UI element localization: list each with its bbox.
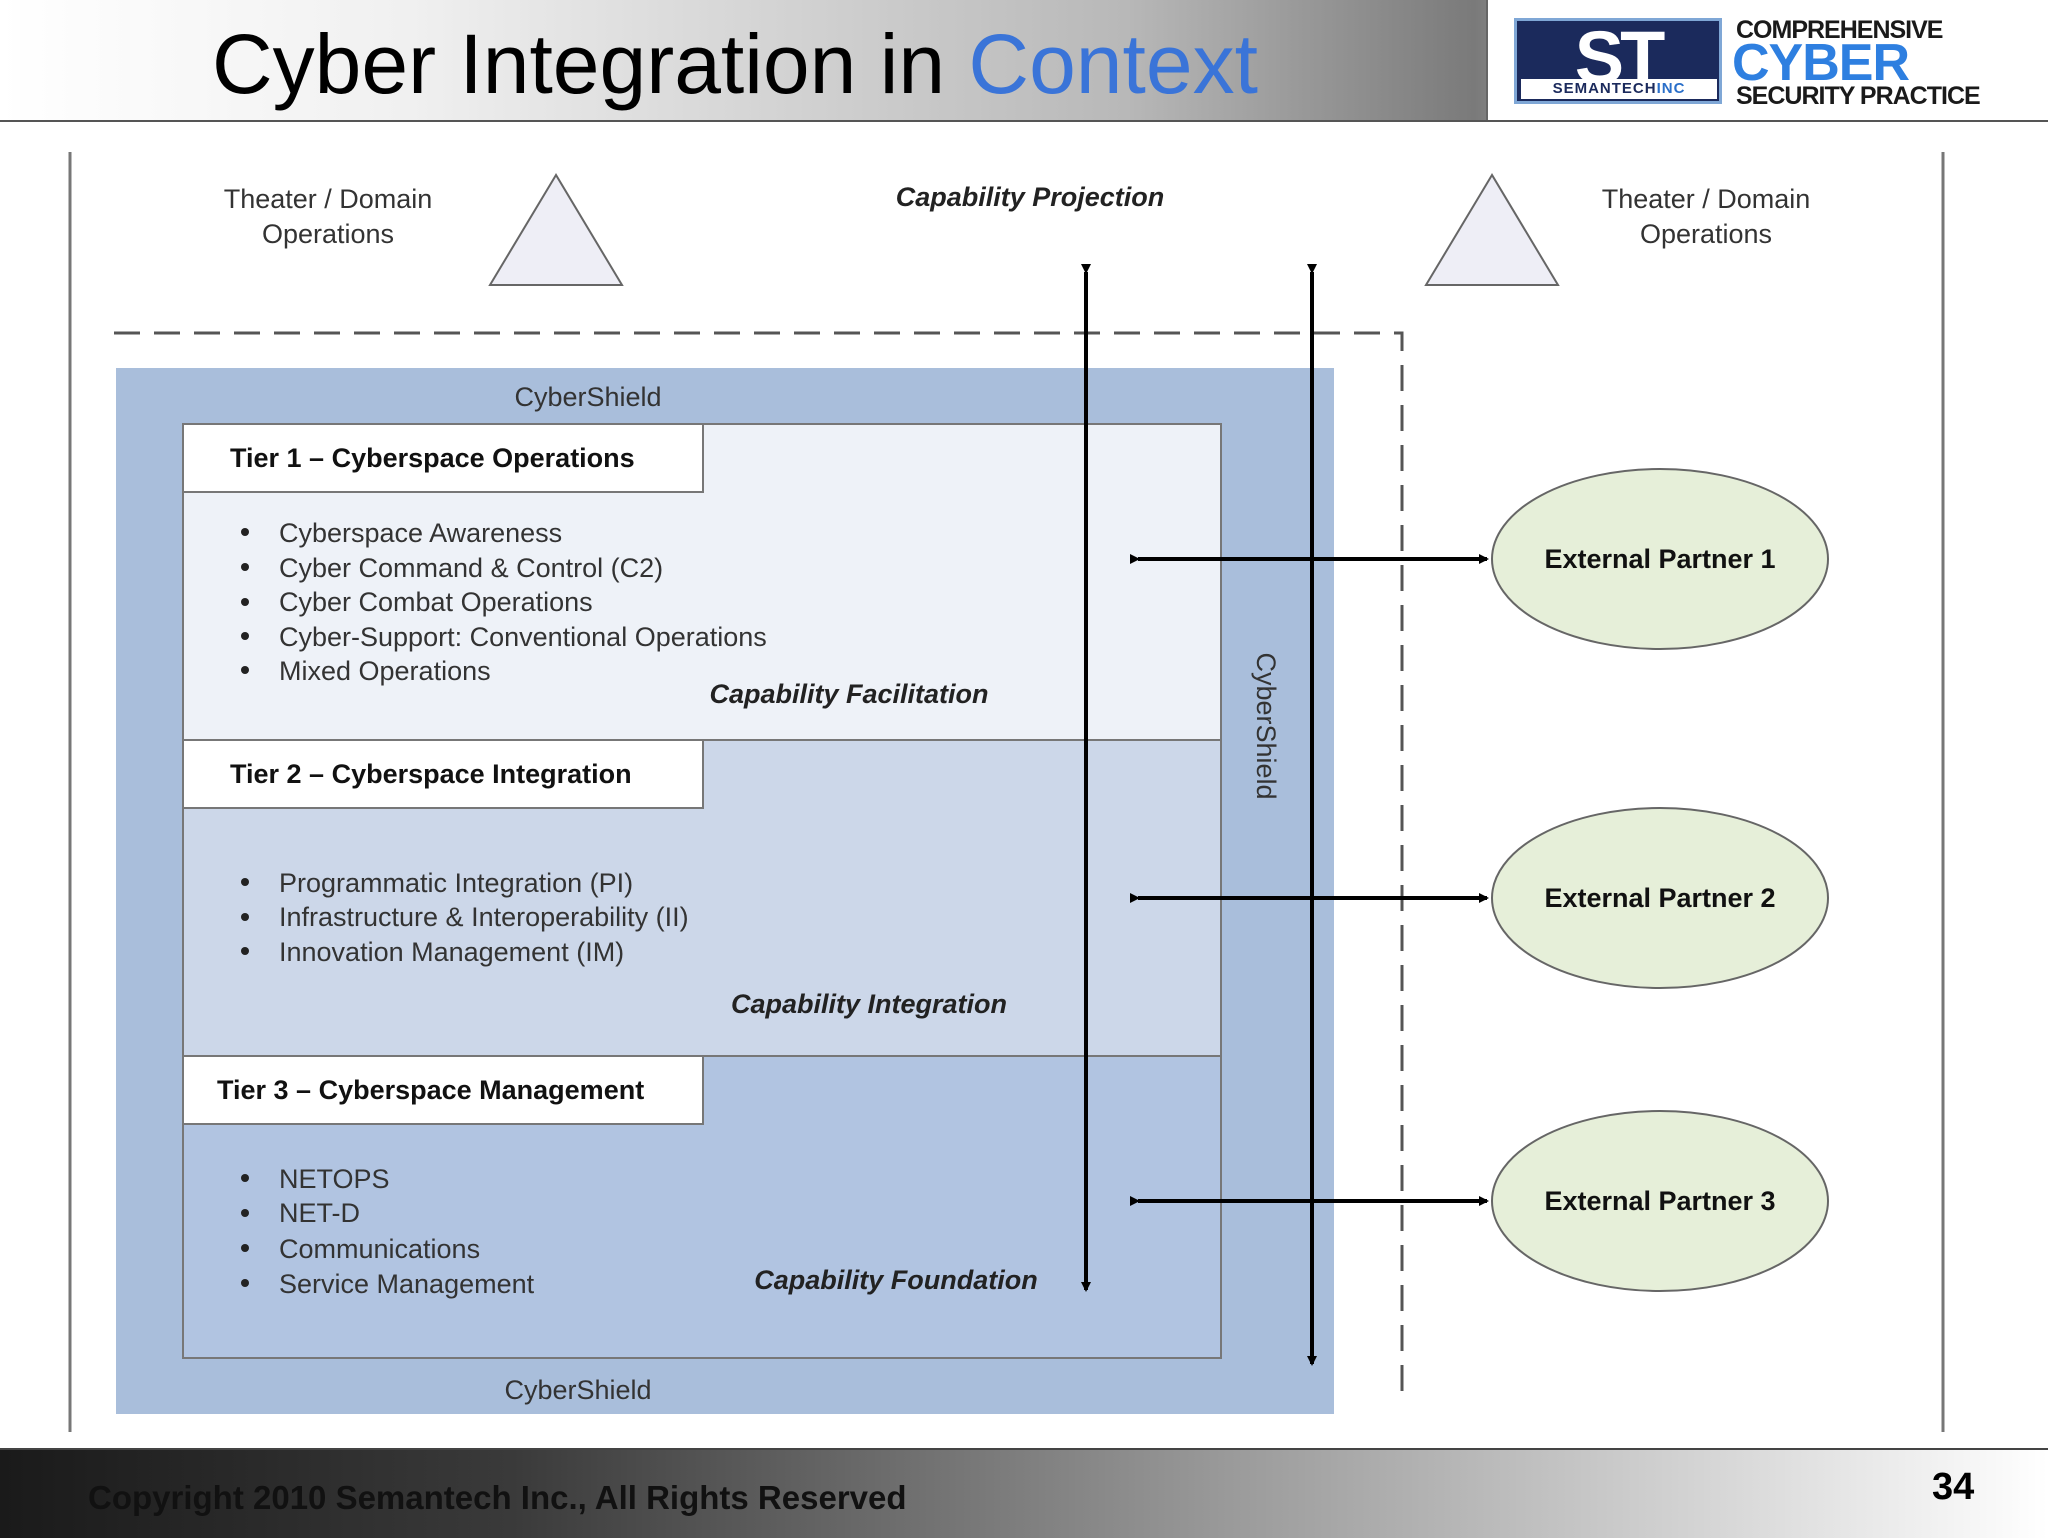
list-bullet: [241, 1244, 249, 1252]
capability-projection-label: Capability Projection: [896, 182, 1165, 212]
tier1-item: Cyber-Support: Conventional Operations: [279, 622, 767, 652]
cybershield-side-label: CyberShield: [1251, 652, 1281, 799]
logo-company-name: SEMANTECHINC: [1521, 79, 1717, 99]
tier2-item: Innovation Management (IM): [279, 937, 624, 967]
tier2-capability-label: Capability Integration: [731, 989, 1007, 1019]
partner1-label: External Partner 1: [1544, 544, 1775, 574]
page-number: 34: [1932, 1466, 1975, 1508]
logo-line-2: CYBER: [1732, 34, 1910, 92]
list-bullet: [241, 598, 249, 606]
list-bullet: [241, 878, 249, 886]
tier3-title-box: [182, 1055, 704, 1125]
theater-right-line1: Theater / Domain: [1602, 184, 1811, 214]
list-bullet: [241, 632, 249, 640]
slide-title: Cyber Integration in Context: [212, 14, 1258, 114]
tier1-title-box: [182, 423, 704, 493]
tier1-item: Mixed Operations: [279, 656, 491, 686]
tier1-title: Tier 1 – Cyberspace Operations: [230, 443, 635, 473]
tier1-item: Cyberspace Awareness: [279, 518, 562, 548]
title-main: Cyber Integration in: [212, 17, 969, 111]
theater-triangle-left: [488, 173, 624, 286]
company-logo-mark: ST SEMANTECHINC: [1514, 16, 1722, 104]
theater-right-line2: Operations: [1640, 219, 1772, 249]
list-bullet: [241, 1279, 249, 1287]
partner2-ellipse: [1491, 807, 1829, 989]
tier3-item: Communications: [279, 1234, 480, 1264]
tier3-item: NETOPS: [279, 1164, 390, 1194]
tier2-item: Programmatic Integration (PI): [279, 868, 633, 898]
tier1-item: Cyber Command & Control (C2): [279, 553, 663, 583]
tier3-title: Tier 3 – Cyberspace Management: [217, 1075, 644, 1105]
tier2-item: Infrastructure & Interoperability (II): [279, 902, 689, 932]
partner2-label: External Partner 2: [1544, 883, 1775, 913]
list-bullet: [241, 1209, 249, 1217]
tier3-capability-label: Capability Foundation: [754, 1265, 1038, 1295]
domain-boundary-dashed: [114, 331, 1404, 1400]
logo-company-b: INC: [1656, 80, 1686, 97]
tier3-list: NETOPS NET-D Communications Service Mana…: [241, 1164, 535, 1299]
list-bullet: [241, 666, 249, 674]
tier2-title: Tier 2 – Cyberspace Integration: [230, 759, 632, 789]
list-bullet: [241, 1174, 249, 1182]
tier3-item: NET-D: [279, 1198, 360, 1228]
cybershield-top-label: CyberShield: [514, 382, 661, 412]
list-bullet: [241, 947, 249, 955]
slide-footer: [0, 1448, 2048, 1538]
list-bullet: [241, 913, 249, 921]
partner1-ellipse: [1491, 468, 1829, 650]
tier3-item: Service Management: [279, 1269, 535, 1299]
tier1-capability-label: Capability Facilitation: [709, 679, 988, 709]
tier2-list: Programmatic Integration (PI) Infrastruc…: [241, 868, 689, 967]
tier2-title-box: [182, 739, 704, 809]
cybershield-bottom-label: CyberShield: [504, 1375, 651, 1405]
copyright-text: Copyright 2010 Semantech Inc., All Right…: [88, 1479, 907, 1516]
theater-triangle-right: [1424, 173, 1560, 286]
theater-left-line2: Operations: [262, 219, 394, 249]
partner3-ellipse: [1491, 1110, 1829, 1292]
logo-line-1: COMPREHENSIVE: [1736, 16, 1943, 44]
partner3-label: External Partner 3: [1544, 1186, 1775, 1216]
list-bullet: [241, 528, 249, 536]
list-bullet: [241, 563, 249, 571]
tier1-list: Cyberspace Awareness Cyber Command & Con…: [241, 518, 767, 686]
title-accent: Context: [968, 17, 1258, 111]
theater-left-line1: Theater / Domain: [224, 184, 433, 214]
logo-company-a: SEMANTECH: [1552, 80, 1657, 97]
tier1-item: Cyber Combat Operations: [279, 587, 593, 617]
logo-line-3: SECURITY PRACTICE: [1736, 82, 1981, 110]
